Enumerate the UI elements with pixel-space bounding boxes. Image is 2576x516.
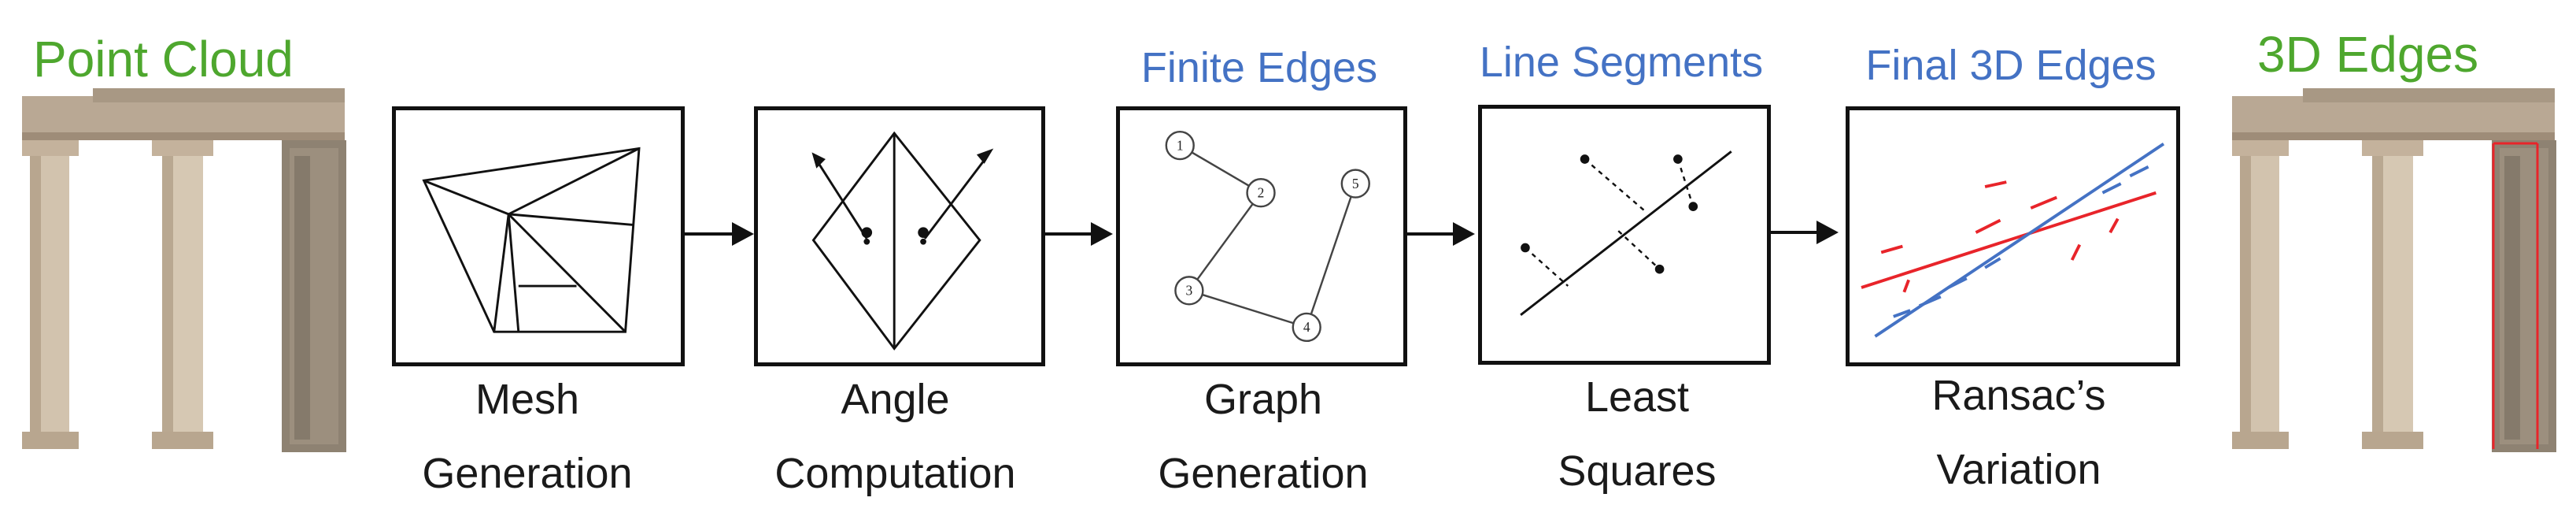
arrow-2	[1044, 222, 1113, 246]
least-squares-box	[1478, 105, 1771, 365]
angle-computation-box	[754, 106, 1045, 366]
ransac-lines-icon	[1861, 143, 2165, 338]
line-fit-icon	[1520, 150, 1732, 316]
triangle-mesh-icon	[422, 147, 641, 333]
graph-node-label: 4	[1303, 319, 1310, 335]
arrow-1	[685, 222, 754, 246]
graph-node	[1292, 312, 1321, 343]
graph-node	[1165, 130, 1195, 161]
line-segments-label: Line Segments	[1479, 39, 1764, 86]
graph-node	[1174, 276, 1204, 306]
3d-edges-image	[2232, 88, 2556, 452]
graph-node-label: 2	[1258, 185, 1265, 201]
graph-node-label: 3	[1186, 283, 1193, 299]
point-cloud-title: Point Cloud	[33, 31, 294, 87]
arrow-3	[1406, 222, 1475, 246]
graph-node-label: 1	[1177, 137, 1184, 153]
graph-generation-box: 1 2 3 4 5	[1116, 106, 1407, 366]
ransac-blue-line	[1874, 143, 2165, 338]
graph-node	[1340, 169, 1370, 199]
lintel	[22, 96, 345, 137]
normal-angle-icon	[811, 131, 994, 351]
ransac-red-line	[1861, 191, 2157, 289]
edge-graph-icon: 1 2 3 4 5	[1165, 130, 1370, 343]
graph-node-label: 5	[1352, 176, 1359, 191]
finite-edges-label: Finite Edges	[1140, 44, 1378, 91]
3d-edges-title: 3D Edges	[2257, 26, 2479, 83]
final-3d-edges-label: Final 3D Edges	[1865, 42, 2157, 89]
ransac-variation-box	[1846, 106, 2180, 366]
mesh-generation-box	[392, 106, 685, 366]
arrow-4	[1769, 221, 1839, 244]
graph-node	[1246, 178, 1276, 208]
point-cloud-image	[22, 88, 346, 452]
